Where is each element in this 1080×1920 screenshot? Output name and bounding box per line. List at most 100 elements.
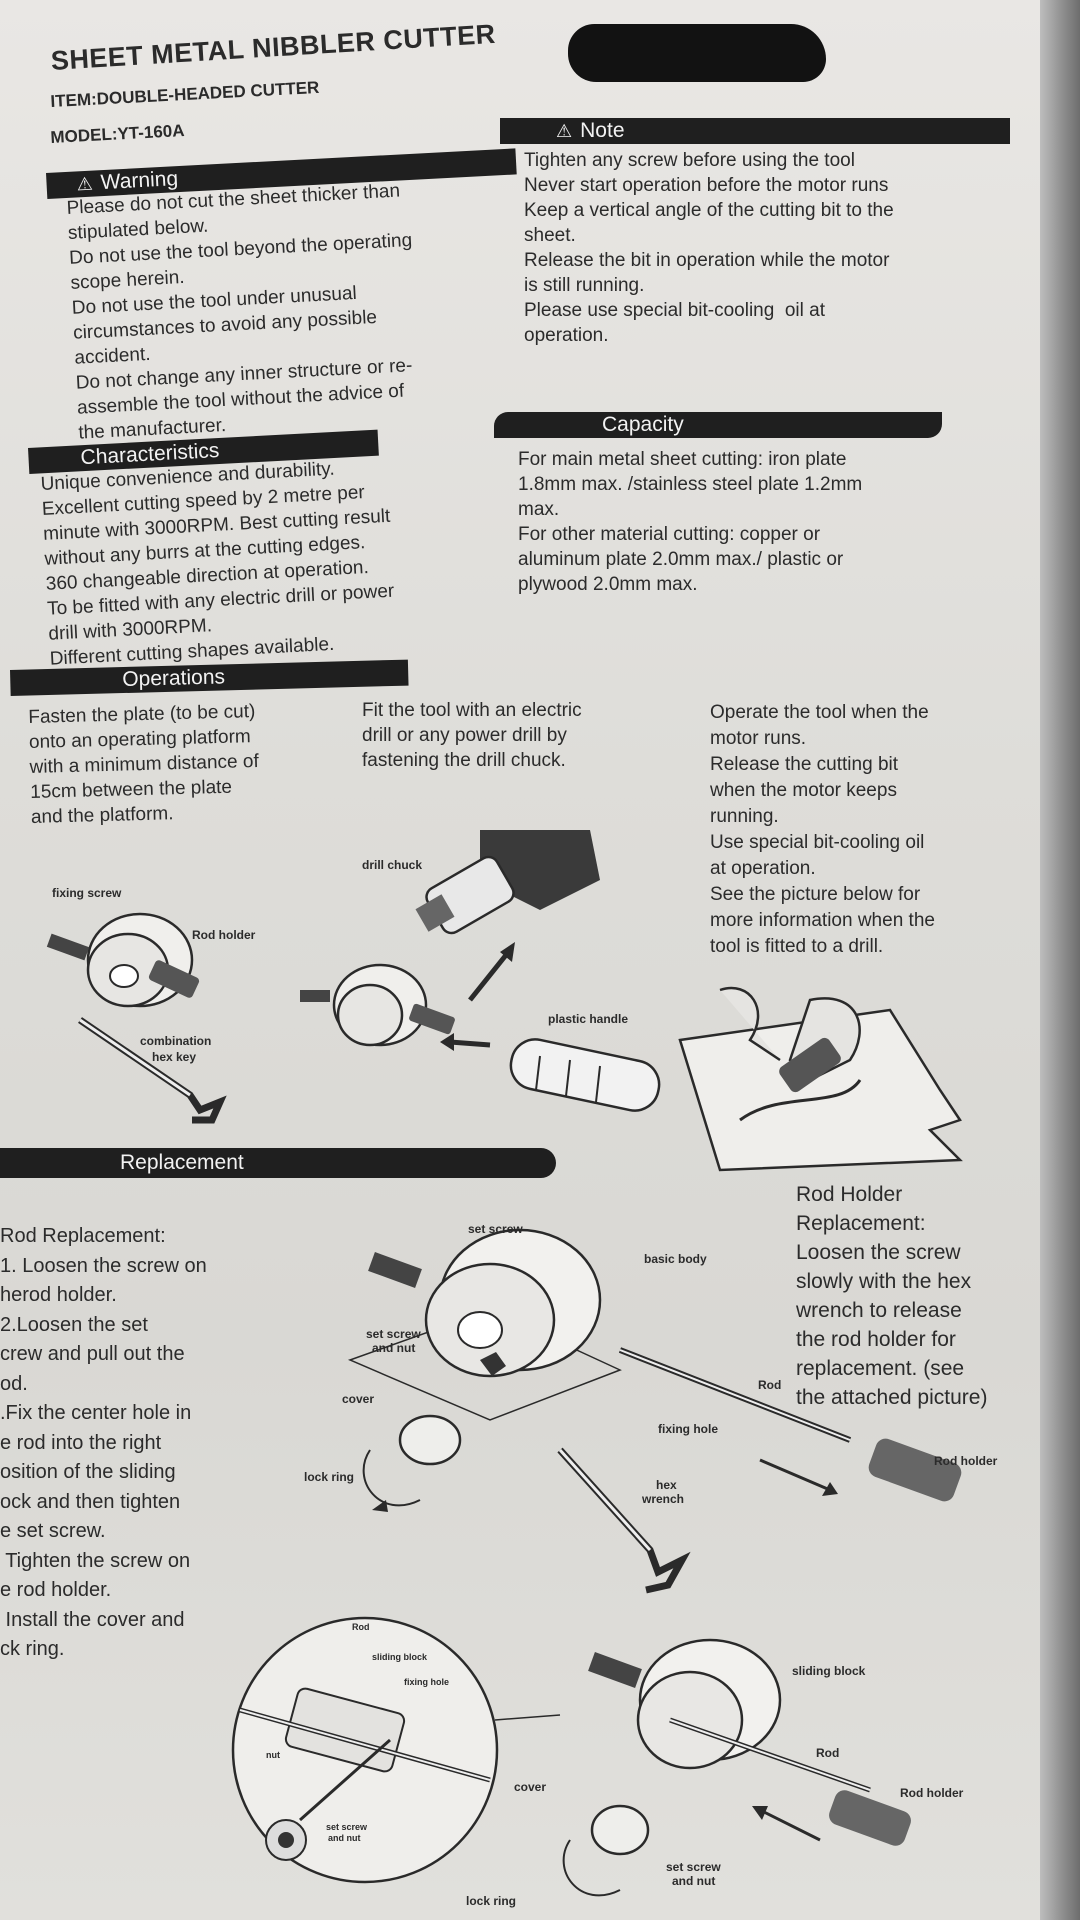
operations-line: Release the cutting bit xyxy=(710,754,899,775)
operations-line: when the motor keeps xyxy=(710,780,897,801)
capacity-line: plywood 2.0mm max. xyxy=(518,574,698,595)
hex-wrench-label: hex xyxy=(656,1478,677,1492)
rod-label-2: Rod xyxy=(816,1746,840,1760)
rod-holder-replacement-line: the rod holder for xyxy=(796,1328,956,1351)
detail-sliding-block-label: sliding block xyxy=(372,1652,428,1662)
operations-line: See the picture below for xyxy=(710,884,921,905)
rod-replacement-line: crew and pull out the xyxy=(0,1343,185,1365)
rod-replacement-line: e rod into the right xyxy=(0,1431,162,1454)
rod-replacement-text: Rod Replacement: 1. Loosen the screw on … xyxy=(0,1222,207,1665)
capacity-text: For main metal sheet cutting: iron plate… xyxy=(518,447,862,597)
operations-line: tool is fitted to a drill. xyxy=(710,936,884,957)
warning-text: Please do not cut the sheet thicker than… xyxy=(66,178,422,446)
drill-chuck-label: drill chuck xyxy=(362,858,423,872)
redaction-mark xyxy=(568,24,826,82)
capacity-heading: Capacity xyxy=(602,413,684,436)
operations-line: Operate the tool when the xyxy=(710,702,929,723)
plastic-handle-label: plastic handle xyxy=(548,1012,629,1026)
detail-nut-label: nut xyxy=(266,1750,280,1760)
combination-label: combination xyxy=(140,1034,212,1048)
note-text: Tighten any screw before using the tool … xyxy=(524,148,894,348)
rod-replacement-line: ock and then tighten xyxy=(0,1490,181,1513)
capacity-line: For main metal sheet cutting: iron plate xyxy=(518,449,847,470)
lock-ring-label-2: lock ring xyxy=(466,1894,517,1908)
rod-replacement-line: Rod Replacement: xyxy=(0,1225,166,1247)
rod-holder-replacement-line: the attached picture) xyxy=(796,1386,988,1409)
operations-line: Fit the tool with an electric xyxy=(362,700,582,721)
hex-key-label: hex key xyxy=(152,1050,197,1064)
capacity-bar: Capacity xyxy=(494,412,942,438)
note-line: is still running. xyxy=(524,275,645,296)
cover-label-2: cover xyxy=(514,1780,547,1794)
set-screw-nut-label-3: set screw xyxy=(666,1860,721,1874)
item-line: ITEM:DOUBLE-HEADED CUTTER xyxy=(50,77,320,111)
operations-line: running. xyxy=(710,806,779,827)
rod-label: Rod xyxy=(758,1378,782,1392)
rod-replacement-line: Install the cover and xyxy=(0,1608,185,1631)
operations-line: at operation. xyxy=(710,858,816,879)
rod-holder-replacement-line: slowly with the hex xyxy=(796,1270,972,1293)
cutting-in-use-illustration xyxy=(678,986,963,1172)
set-screw-nut-label: set screw xyxy=(366,1327,421,1341)
set-screw-nut-label-2: and nut xyxy=(372,1341,416,1355)
hex-wrench-label-2: wrench xyxy=(642,1492,685,1506)
rod-holder-label: Rod holder xyxy=(192,928,256,942)
detail-set-screw-label-2: and nut xyxy=(328,1833,361,1843)
capacity-line: For other material cutting: copper or xyxy=(518,524,821,545)
rod-replacement-line: osition of the sliding xyxy=(0,1461,176,1483)
rod-holder-replacement-line: wrench to release xyxy=(796,1299,962,1322)
rod-holder-label-3: Rod holder xyxy=(900,1786,964,1800)
rod-replacement-line: herod holder. xyxy=(0,1284,117,1306)
operations-col2: Fit the tool with an electric drill or a… xyxy=(362,698,582,773)
fixing-hole-label: fixing hole xyxy=(658,1422,718,1436)
replacement-heading: Replacement xyxy=(120,1151,244,1174)
note-line: sheet. xyxy=(524,225,576,246)
set-screw-label: set screw xyxy=(468,1222,523,1236)
rod-replacement-line: .Fix the center hole in xyxy=(0,1402,192,1424)
instruction-sheet: SHEET METAL NIBBLER CUTTER ITEM:DOUBLE-H… xyxy=(0,0,1048,1920)
note-bar: ⚠ Note xyxy=(500,118,1010,144)
note-line: Please use special bit-cooling oil at xyxy=(524,300,826,321)
detail-rod-label: Rod xyxy=(352,1622,370,1632)
rod-replacement-line: Tighten the screw on xyxy=(0,1549,191,1572)
rod-replacement-line: 2.Loosen the set xyxy=(0,1313,148,1336)
exploded-view-illustration xyxy=(347,1228,962,1594)
note-heading: Note xyxy=(580,119,625,142)
rod-holder-label-2: Rod holder xyxy=(934,1454,998,1468)
operations-line: motor runs. xyxy=(710,728,807,749)
rod-holder-replacement-text: Rod Holder Replacement: Loosen the screw… xyxy=(796,1180,987,1412)
operations-heading: Operations xyxy=(121,665,226,692)
rod-replacement-line: 1. Loosen the screw on xyxy=(0,1254,207,1277)
rod-holder-replacement-line: Rod Holder xyxy=(796,1183,903,1206)
rod-replacement-line: e rod holder. xyxy=(0,1579,112,1601)
rod-replacement-line: e set screw. xyxy=(0,1520,106,1542)
capacity-line: max. xyxy=(518,499,560,520)
sliding-block-label: sliding block xyxy=(792,1664,866,1678)
note-line: Tighten any screw before using the tool xyxy=(524,150,855,171)
document-title: SHEET METAL NIBBLER CUTTER xyxy=(50,18,497,76)
characteristics-text: Unique convenience and durability. Excel… xyxy=(40,454,397,672)
background-edge xyxy=(1040,0,1080,1920)
cover-label: cover xyxy=(342,1392,375,1406)
cutter-with-hex-key-illustration xyxy=(46,912,227,1124)
rod-replacement-line: od. xyxy=(0,1372,28,1395)
rod-holder-replacement-line: Loosen the screw xyxy=(796,1241,961,1264)
set-screw-nut-label-4: and nut xyxy=(672,1874,716,1888)
operations-line: more information when the xyxy=(710,910,935,931)
rod-holder-replacement-line: Replacement: xyxy=(796,1212,926,1235)
fixing-screw-label: fixing screw xyxy=(52,886,122,900)
rod-holder-replacement-line: replacement. (see xyxy=(796,1357,965,1380)
rod-replacement-line: ck ring. xyxy=(0,1638,65,1660)
assembly-detail-illustration xyxy=(231,1616,911,1897)
note-line: operation. xyxy=(524,325,609,346)
note-line: Release the bit in operation while the m… xyxy=(524,250,890,271)
capacity-line: 1.8mm max. /stainless steel plate 1.2mm xyxy=(518,474,863,495)
note-triangle-icon: ⚠ xyxy=(556,121,573,141)
operations-col3: Operate the tool when the motor runs. Re… xyxy=(710,700,935,960)
lock-ring-label: lock ring xyxy=(304,1470,355,1484)
note-line: Keep a vertical angle of the cutting bit… xyxy=(524,200,894,221)
model-line: MODEL:YT-160A xyxy=(50,120,185,147)
warning-triangle-icon: ⚠ xyxy=(76,173,94,195)
operations-line: and the platform. xyxy=(30,803,174,828)
detail-fixing-hole-label: fixing hole xyxy=(404,1677,449,1687)
